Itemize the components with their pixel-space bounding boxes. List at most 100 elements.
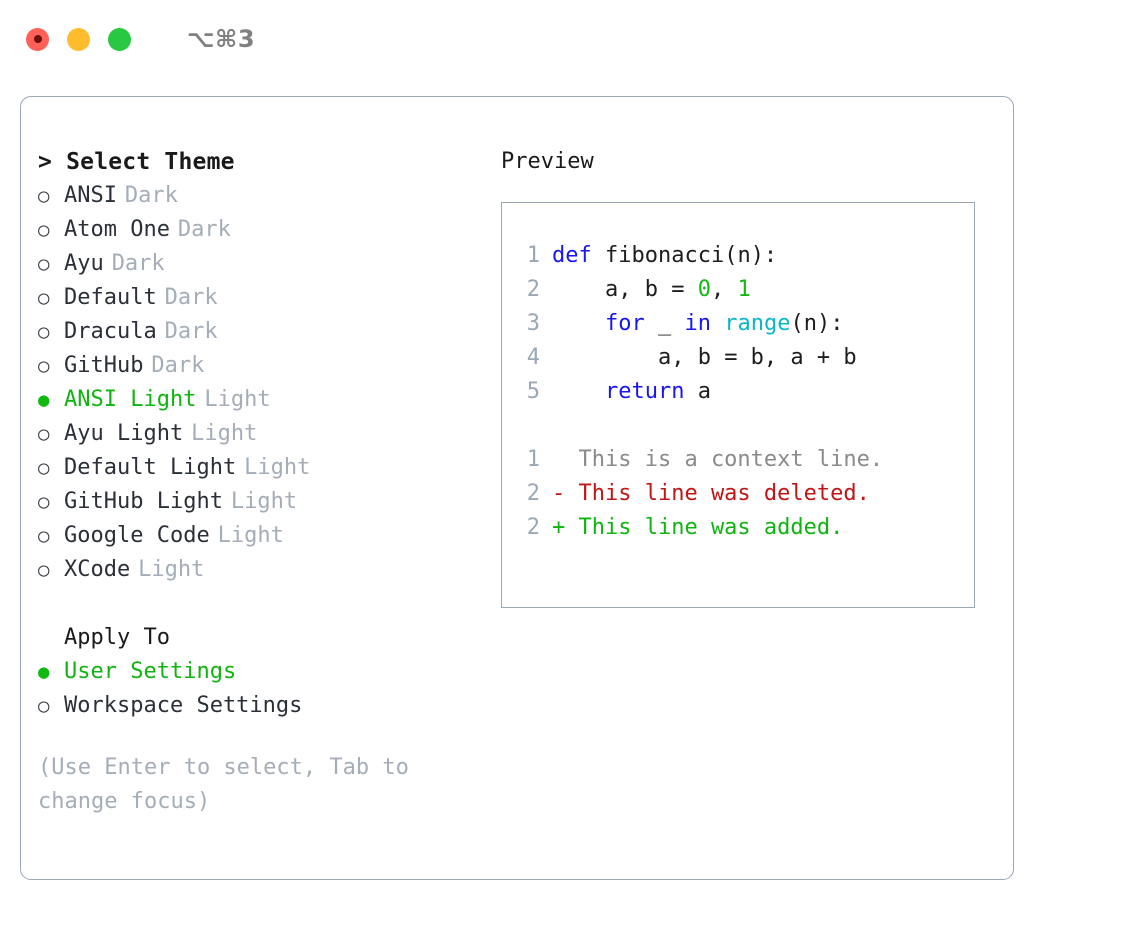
theme-option-label: Google Code	[64, 523, 210, 548]
code-line-text: return a	[552, 375, 711, 409]
diff-line-number: 1	[526, 447, 540, 472]
code-token-plain: a, b =	[604, 277, 698, 302]
radio-unselected-icon: ○	[38, 185, 50, 207]
apply-to-list[interactable]: ● User Settings ○ Workspace Settings	[38, 655, 478, 723]
code-line-number: 3	[526, 311, 540, 336]
close-button-icon[interactable]	[26, 27, 49, 51]
window-titlebar: ⌥⌘3	[0, 0, 1140, 78]
code-line: 1 def fibonacci(n):	[514, 239, 968, 273]
diff-line-text: - This line was deleted.	[552, 481, 870, 506]
radio-unselected-icon: ○	[38, 559, 50, 581]
code-line: 2 a, b = 0, 1	[514, 273, 968, 307]
diff-block: 1 This is a context line. 2 - This line wa…	[514, 443, 968, 545]
code-token-plain: _	[644, 311, 685, 336]
code-line: 5 return a	[514, 375, 968, 409]
theme-option-kind-badge: Dark	[151, 353, 205, 378]
theme-option-kind-badge: Light	[204, 387, 271, 412]
diff-line-number: 2	[526, 515, 540, 540]
theme-option-kind-badge: Dark	[124, 183, 178, 208]
theme-option-kind-badge: Dark	[164, 285, 218, 310]
theme-option-label: Ayu Light	[64, 421, 184, 446]
radio-unselected-icon: ○	[38, 321, 50, 343]
radio-selected-icon: ●	[38, 661, 50, 683]
code-token-kw: in	[684, 311, 711, 336]
code-diff-separator	[514, 409, 968, 443]
diff-line-text: + This line was added.	[552, 515, 844, 540]
theme-option-label: XCode	[64, 557, 131, 582]
apply-to-option-label: User Settings	[64, 659, 237, 684]
theme-option-label: Ayu	[64, 251, 104, 276]
radio-unselected-icon: ○	[38, 253, 50, 275]
code-token-plain: a	[684, 379, 711, 404]
code-line-text: a, b = b, a + b	[552, 341, 857, 375]
theme-option-label: ANSI	[64, 183, 117, 208]
radio-unselected-icon: ○	[38, 219, 50, 241]
code-token-num: 0	[697, 277, 711, 302]
theme-option-5[interactable]: ○ GitHub Dark	[38, 349, 478, 383]
code-line-number: 2	[526, 277, 540, 302]
diff-line-ctx: 1 This is a context line.	[514, 443, 968, 477]
code-line: 3 for _ in range(n):	[514, 307, 968, 341]
keyboard-shortcut-label: ⌥⌘3	[187, 25, 256, 53]
diff-line-add: 2 + This line was added.	[514, 511, 968, 545]
keyboard-hint-text: (Use Enter to select, Tab to change focu…	[38, 755, 423, 814]
radio-unselected-icon: ○	[38, 355, 50, 377]
theme-option-label: GitHub Light	[64, 489, 223, 514]
theme-option-1[interactable]: ○ Atom One Dark	[38, 213, 478, 247]
theme-option-7[interactable]: ○ Ayu Light Light	[38, 417, 478, 451]
zoom-button-icon[interactable]	[108, 27, 131, 51]
minimize-button-icon[interactable]	[67, 27, 90, 51]
theme-option-label: Default Light	[64, 455, 237, 480]
theme-option-kind-badge: Dark	[177, 217, 231, 242]
code-line-number: 5	[526, 379, 540, 404]
code-token-fn: range	[724, 311, 791, 336]
code-line: 4 a, b = b, a + b	[514, 341, 968, 375]
code-token-plain	[711, 311, 724, 336]
apply-to-option-1[interactable]: ○ Workspace Settings	[38, 689, 478, 723]
theme-option-4[interactable]: ○ Dracula Dark	[38, 315, 478, 349]
code-token-plain: ,	[710, 277, 738, 302]
radio-unselected-icon: ○	[38, 423, 50, 445]
radio-unselected-icon: ○	[38, 525, 50, 547]
theme-option-label: Dracula	[64, 319, 157, 344]
theme-option-kind-badge: Dark	[164, 319, 218, 344]
theme-option-kind-badge: Light	[217, 523, 284, 548]
radio-selected-icon: ●	[38, 389, 50, 411]
apply-to-option-label: Workspace Settings	[64, 693, 303, 718]
theme-option-kind-badge: Light	[244, 455, 311, 480]
theme-option-10[interactable]: ○ Google Code Light	[38, 519, 478, 553]
theme-option-label: GitHub	[64, 353, 144, 378]
theme-option-kind-badge: Light	[191, 421, 258, 446]
code-line-text: def fibonacci(n):	[552, 239, 777, 273]
apply-to-option-0[interactable]: ● User Settings	[38, 655, 478, 689]
radio-unselected-icon: ○	[38, 695, 50, 717]
theme-option-label: Default	[64, 285, 157, 310]
select-theme-heading: > Select Theme	[38, 149, 235, 175]
theme-option-0[interactable]: ○ ANSI Dark	[38, 179, 478, 213]
code-token-num: 1	[737, 277, 751, 302]
theme-option-label: Atom One	[64, 217, 170, 242]
radio-unselected-icon: ○	[38, 491, 50, 513]
diff-line-text: This is a context line.	[552, 447, 884, 472]
code-line-number: 4	[526, 345, 540, 370]
code-line-number: 1	[526, 243, 540, 268]
code-token-kw: return	[604, 379, 685, 404]
code-line-text: for _ in range(n):	[552, 307, 843, 341]
code-token-plain: (n):	[790, 311, 844, 336]
diff-line-number: 2	[526, 481, 540, 506]
apply-to-heading: Apply To	[64, 625, 170, 650]
list-gap-spacer	[38, 587, 478, 621]
